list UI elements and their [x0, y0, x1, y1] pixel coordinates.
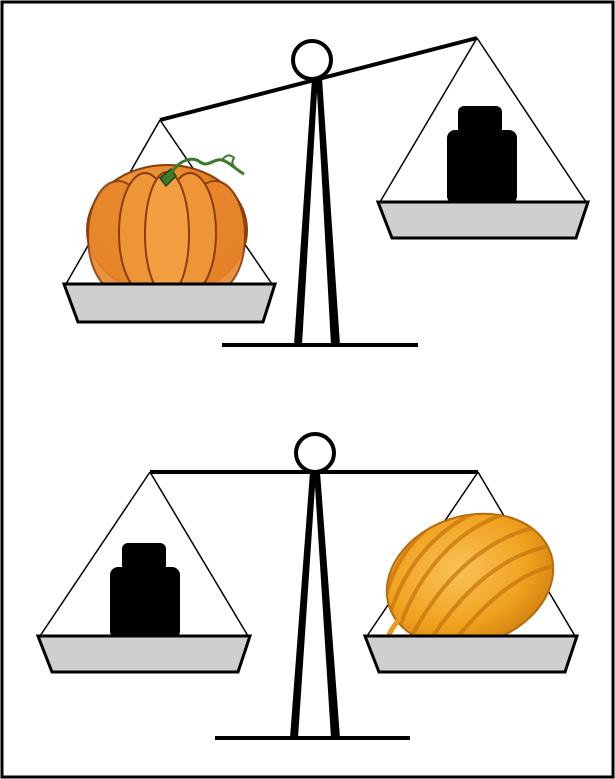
bottom-left-pan: [38, 636, 250, 672]
top-right-pan: [378, 202, 588, 238]
bottom-scale-pivot: [296, 434, 334, 472]
top-left-pan: [64, 284, 275, 322]
top-scale-pivot: [293, 41, 331, 79]
bottom-right-pan: [365, 636, 577, 672]
